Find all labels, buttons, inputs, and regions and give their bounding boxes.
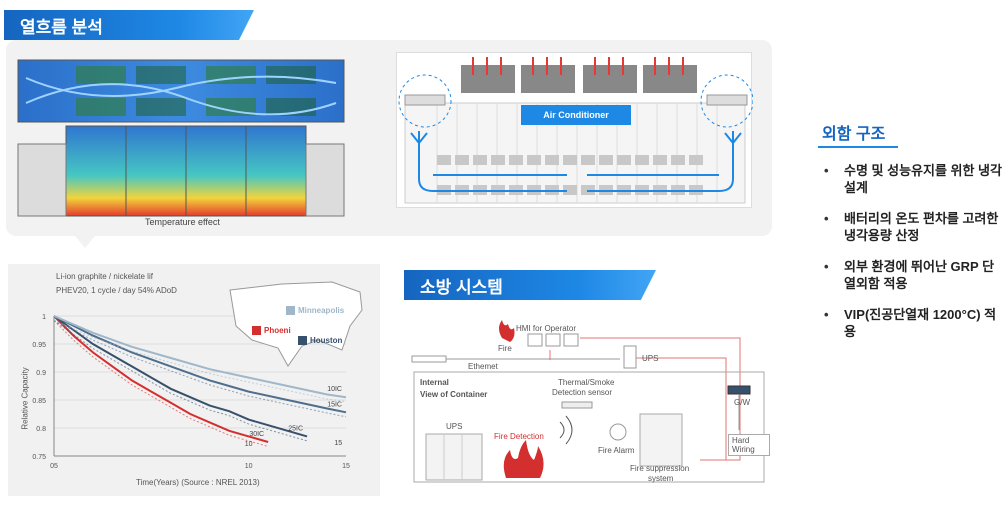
air-conditioner-label: Air Conditioner [521,105,631,125]
minneapolis-marker [286,306,295,315]
exterior-title: 외함 구조 [822,126,886,143]
exterior-list: 수명 및 성능유지를 위한 냉각설계 배터리의 온도 편차를 고려한 냉각용량 … [822,162,1002,354]
exterior-item: 배터리의 온도 편차를 고려한 냉각용량 산정 [822,210,1002,244]
temperature-effect-caption: Temperature effect [145,217,220,227]
y-tick-label: 0.95 [32,342,46,349]
series-line-10ic [53,315,347,399]
capacity-chart: 0.75 0.8 0.85 0.9 0.95 1 05 10 15 30IC 25IC 15IC 10I… [32,314,350,470]
panel-pointer [70,230,100,248]
internal-label-2: View of Container [420,390,488,399]
hard-wiring-label: Hard Wiring [728,434,770,456]
internal-label-1: Internal [420,378,449,387]
phoenix-marker [252,326,261,335]
ups-inner-label: UPS [446,422,463,431]
series-line-25ic [53,315,308,438]
ethernet-label: Ethemet [468,362,498,371]
x-tick-label: 05 [50,463,58,470]
fire-system-title: 소방 시스템 [420,277,503,297]
fire-system-header: 소방 시스템 [404,270,656,300]
series-line-15ic [53,315,347,414]
fire-detection-label: Fire Detection [494,432,544,441]
exterior-item: 외부 환경에 뛰어난 GRP 단열외함 적용 [822,258,1002,292]
series-band-25ic [53,320,308,442]
series-line-30ic [53,315,269,443]
hmi-label: HMI for Operator [516,324,577,333]
series-label: 25IC [288,425,303,432]
y-tick-label: 1 [42,314,46,321]
airflow-arrows [410,131,742,192]
exterior-title-underline [818,146,898,148]
minneapolis-label: Minneapolis [298,306,345,315]
fire-system-graphics [411,320,765,483]
point-label: 15 [334,440,342,447]
suppression-label-2: system [648,474,674,483]
point-label: 10 [245,441,253,448]
fire-alarm-label: Fire Alarm [598,446,635,455]
chart-ylabel: Relative Capacity [20,367,30,430]
usa-map [229,281,363,367]
exterior-item: VIP(진공단열재 1200°C) 적용 [822,306,1002,340]
fire-label-small: Fire [498,344,512,353]
phoenix-label: Phoeni [264,326,291,335]
houston-label: Houston [310,336,343,345]
fire-system-diagram: HMI for Operator Fire UPS Ethemet Intern… [410,310,770,488]
series-label: 10IC [327,386,342,393]
chart-title: Li-ion graphite / nickelate lif [56,272,153,281]
ups-top-label: UPS [642,354,659,363]
chart-subtitle: PHEV20, 1 cycle / day 54% ADoD [56,286,177,295]
suppression-label-1: Fire suppression [630,464,690,473]
exterior-item: 수명 및 성능유지를 위한 냉각설계 [822,162,1002,196]
fire-small-icon [499,320,515,342]
exhaust-arrows [472,57,684,75]
x-tick-label: 10 [245,463,253,470]
thermal-simulation-image [17,59,345,217]
gw-label: G/W [734,398,750,407]
series-band-10ic [53,320,347,403]
y-tick-label: 0.8 [36,426,46,433]
x-tick-label: 15 [342,463,350,470]
airflow-diagram-graphics [398,57,754,204]
heat-exchanger-units [461,65,697,93]
y-tick-label: 0.9 [36,370,46,377]
fire-large-icon [503,440,544,478]
series-label: 15IC [327,401,342,408]
thermal-label-2: Detection sensor [552,388,613,397]
houston-marker [298,336,307,345]
thermal-label-1: Thermal/Smoke [558,378,615,387]
airflow-diagram: Air Conditioner [396,52,754,208]
heat-flow-header: 열흐름 분석 [4,10,254,40]
y-tick-label: 0.85 [32,398,46,405]
series-label: 30IC [249,431,264,438]
heat-flow-title: 열흐름 분석 [20,17,103,37]
y-tick-label: 0.75 [32,454,46,461]
series-band-15ic [53,320,347,418]
chart-xlabel: Time(Years) (Source : NREL 2013) [136,478,260,487]
series-band-30ic [53,320,269,447]
